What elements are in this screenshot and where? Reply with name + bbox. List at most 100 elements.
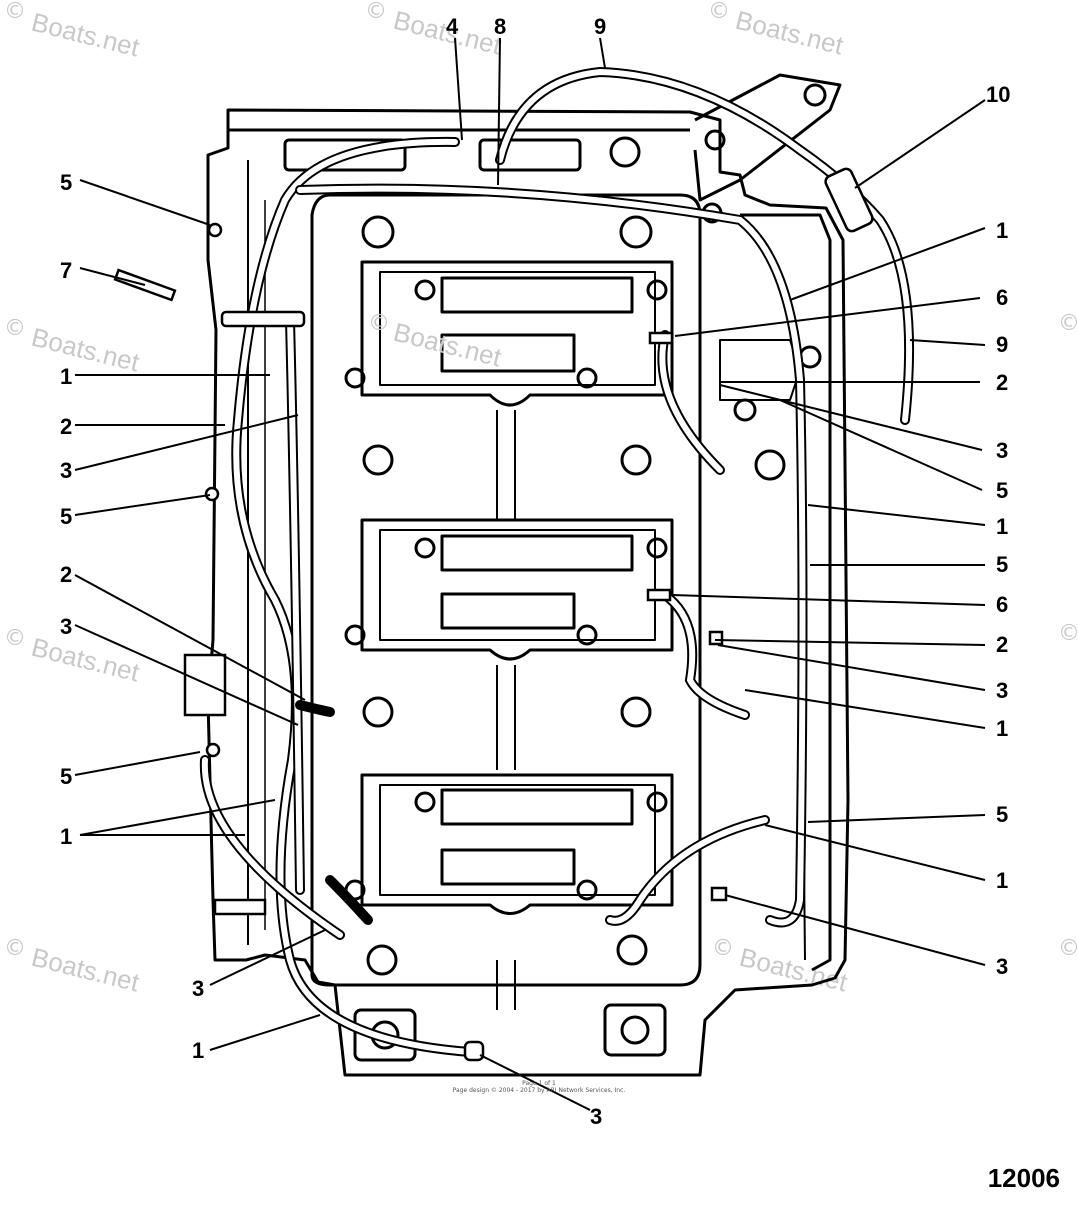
watermark-layer: © Boats.net © Boats.net © Boats.net © Bo… (4, 0, 1078, 998)
watermark-copyright: © (1058, 936, 1078, 961)
top-slot-mid (478, 138, 582, 172)
hose-overflow (495, 66, 915, 425)
mount-bracket (693, 73, 842, 202)
cover-bolt (362, 696, 394, 728)
hose-end-bottom (463, 1040, 485, 1062)
callout-label: 3 (192, 976, 204, 1001)
callout-label: 9 (594, 14, 606, 39)
check-valve-upper (648, 331, 674, 345)
watermark-copyright: © (4, 936, 26, 961)
bracket-hole (803, 83, 827, 107)
fitting-right-middle (708, 630, 724, 646)
watermark-text: Boats.net (29, 942, 144, 998)
leader-5 (74, 751, 201, 776)
watermark-copyright: © (1058, 311, 1078, 336)
callout-label: 3 (996, 438, 1008, 463)
reed-block (440, 592, 576, 630)
cover-bolt (620, 696, 652, 728)
callout-labels: 4 8 9 10 5 7 1 1 6 9 2 2 3 3 5 5 1 5 6 2… (60, 14, 1010, 1129)
leader-3 (209, 929, 326, 986)
lower-mount-bolt (620, 1015, 650, 1045)
lower-mount-left (353, 1008, 417, 1062)
hose-lower-left-core (201, 757, 343, 938)
leader-3 (719, 384, 983, 451)
hose-fitting-left (295, 700, 335, 717)
leader-1 (744, 689, 986, 729)
leader-9-top (599, 37, 606, 69)
engine-block (206, 73, 850, 1077)
footer-page-line: Page 1 of 1 (522, 1080, 556, 1087)
plate-screw (344, 367, 366, 389)
watermark-text: Boats.net (733, 5, 848, 61)
plate-screw (414, 279, 436, 301)
callout-label: 7 (60, 258, 72, 283)
cover-bolt (616, 934, 648, 966)
hose-lower-left-stub (325, 875, 373, 925)
callout-label: 5 (996, 552, 1008, 577)
callout-label: 9 (996, 332, 1008, 357)
leader-9 (909, 339, 986, 346)
callout-label: 1 (996, 514, 1008, 539)
plate-screw (646, 791, 668, 813)
hose-pump-upper-core (659, 332, 723, 473)
callout-label: 5 (60, 170, 72, 195)
callout-label: 1 (60, 364, 72, 389)
figure-number: 12006 (987, 1163, 1060, 1193)
callout-label: 3 (996, 954, 1008, 979)
fuel-pump (719, 339, 801, 401)
callout-label: 6 (996, 592, 1008, 617)
clip (205, 742, 221, 758)
reed-block (440, 534, 634, 572)
top-bolt (609, 136, 641, 168)
hose-left-inner-core (287, 317, 303, 893)
plate-screw (414, 537, 436, 559)
watermark-copyright: © (4, 0, 26, 24)
watermark-text: Boats.net (29, 322, 144, 378)
watermark-copyright: © (712, 936, 734, 961)
hose-layer (199, 66, 915, 1057)
plate-screw (576, 624, 598, 646)
bracket-bolt (704, 129, 726, 151)
left-housing-block (183, 653, 227, 717)
callout-label: 2 (996, 370, 1008, 395)
leader-3 (717, 644, 986, 691)
leader-lines (74, 37, 986, 1111)
reed-block (440, 788, 634, 826)
callout-label: 1 (996, 868, 1008, 893)
leader-10 (854, 99, 986, 189)
leader-1 (789, 227, 986, 301)
leader-1a (79, 799, 276, 836)
leader-8 (497, 37, 501, 186)
pump-valve (754, 449, 786, 481)
callout-label: 2 (60, 562, 72, 587)
cover-bolt (361, 215, 395, 249)
reed-plate-middle-inner (379, 529, 656, 641)
callout-label: 5 (60, 504, 72, 529)
leader-4 (454, 37, 463, 141)
callout-label: 1 (192, 1038, 204, 1063)
watermark-copyright: © (4, 626, 26, 651)
callout-label: 5 (60, 764, 72, 789)
leader-5 (807, 814, 986, 823)
fitting-left-upper (220, 310, 306, 328)
leader-1 (807, 504, 986, 526)
reed-plate-middle (360, 518, 674, 661)
plate-screw (576, 879, 598, 901)
reed-block (440, 276, 634, 314)
leader-3 (74, 414, 299, 471)
plate-screw (576, 367, 598, 389)
reed-plate-upper-inner (379, 271, 656, 386)
cover-bolt (620, 444, 652, 476)
callout-label: 2 (996, 632, 1008, 657)
hose-main-right-inner (297, 185, 806, 926)
leader-1 (764, 824, 986, 881)
watermark-text-center: Boats.net (391, 317, 506, 373)
fitting-left-lower (213, 898, 267, 916)
watermark-copyright: © (368, 311, 390, 336)
plate-screw (646, 279, 668, 301)
fitting-right-lower (710, 886, 728, 902)
clip (207, 222, 223, 238)
watermark-copyright: © (365, 0, 387, 24)
